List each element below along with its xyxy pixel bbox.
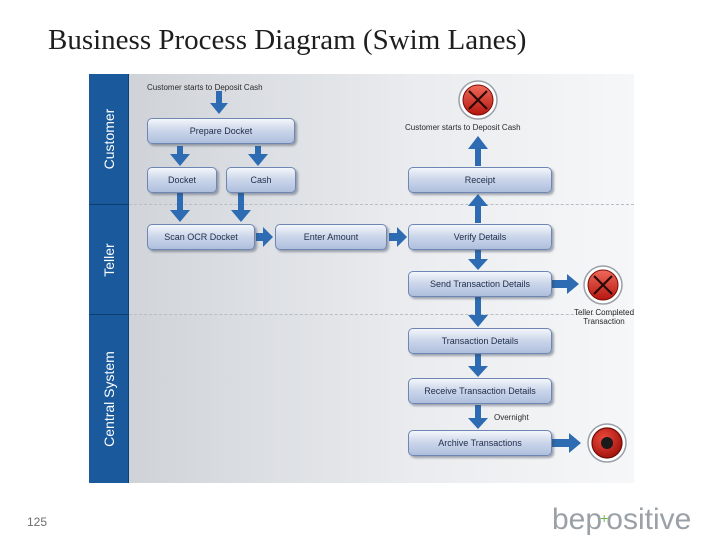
flow-arrow — [468, 354, 488, 377]
activity-docket[interactable]: Docket — [147, 167, 217, 193]
activity-send-transaction-details[interactable]: Send Transaction Details — [408, 271, 552, 297]
lane-header-teller: Teller — [89, 204, 129, 314]
activity-receipt[interactable]: Receipt — [408, 167, 552, 193]
flow-arrow — [256, 227, 273, 247]
flow-arrow — [551, 274, 579, 294]
lane-divider — [129, 314, 634, 315]
lane-header-customer: Customer — [89, 74, 129, 204]
flow-arrow — [551, 433, 581, 453]
flow-arrow — [468, 297, 488, 327]
flow-arrow — [210, 91, 228, 114]
flow-arrow — [170, 146, 190, 166]
flow-arrow — [389, 227, 407, 247]
activity-receive-transaction-details[interactable]: Receive Transaction Details — [408, 378, 552, 404]
activity-transaction-details[interactable]: Transaction Details — [408, 328, 552, 354]
lane-header-central-system: Central System — [89, 314, 129, 483]
end-event-icon — [587, 423, 627, 463]
flow-arrow — [468, 136, 488, 166]
logo-text-part: o — [606, 503, 623, 536]
activity-archive-transactions[interactable]: Archive Transactions — [408, 430, 552, 456]
terminate-event-icon — [458, 80, 498, 120]
diagram-connectors — [170, 80, 627, 463]
bepositive-logo: bep+ositive — [552, 503, 691, 537]
flow-arrow — [248, 146, 268, 166]
flow-arrow — [468, 250, 488, 270]
annotation-teller-completed: Teller Completed Transaction — [573, 308, 635, 326]
flow-arrow — [468, 405, 488, 429]
slide-title: Business Process Diagram (Swim Lanes) — [48, 24, 527, 56]
annotation-overnight: Overnight — [494, 413, 529, 422]
annotation-customer-starts-left: Customer starts to Deposit Cash — [147, 83, 263, 92]
page-number: 125 — [27, 515, 48, 529]
lane-divider — [129, 204, 634, 205]
activity-scan-ocr-docket[interactable]: Scan OCR Docket — [147, 224, 255, 250]
flow-arrow — [231, 193, 251, 222]
logo-text-part: bep — [552, 503, 603, 536]
activity-verify-details[interactable]: Verify Details — [408, 224, 552, 250]
logo-plus-icon: + — [600, 510, 609, 526]
flow-arrow — [468, 194, 488, 223]
flow-arrow — [170, 193, 190, 222]
activity-cash[interactable]: Cash — [226, 167, 296, 193]
teller-completed-event-icon — [583, 265, 623, 305]
annotation-customer-starts-right: Customer starts to Deposit Cash — [405, 123, 521, 132]
logo-text-part: sitive — [622, 503, 692, 536]
activity-prepare-docket[interactable]: Prepare Docket — [147, 118, 295, 144]
activity-enter-amount[interactable]: Enter Amount — [275, 224, 387, 250]
swim-lane-diagram: Customer Teller Central System — [89, 74, 634, 483]
